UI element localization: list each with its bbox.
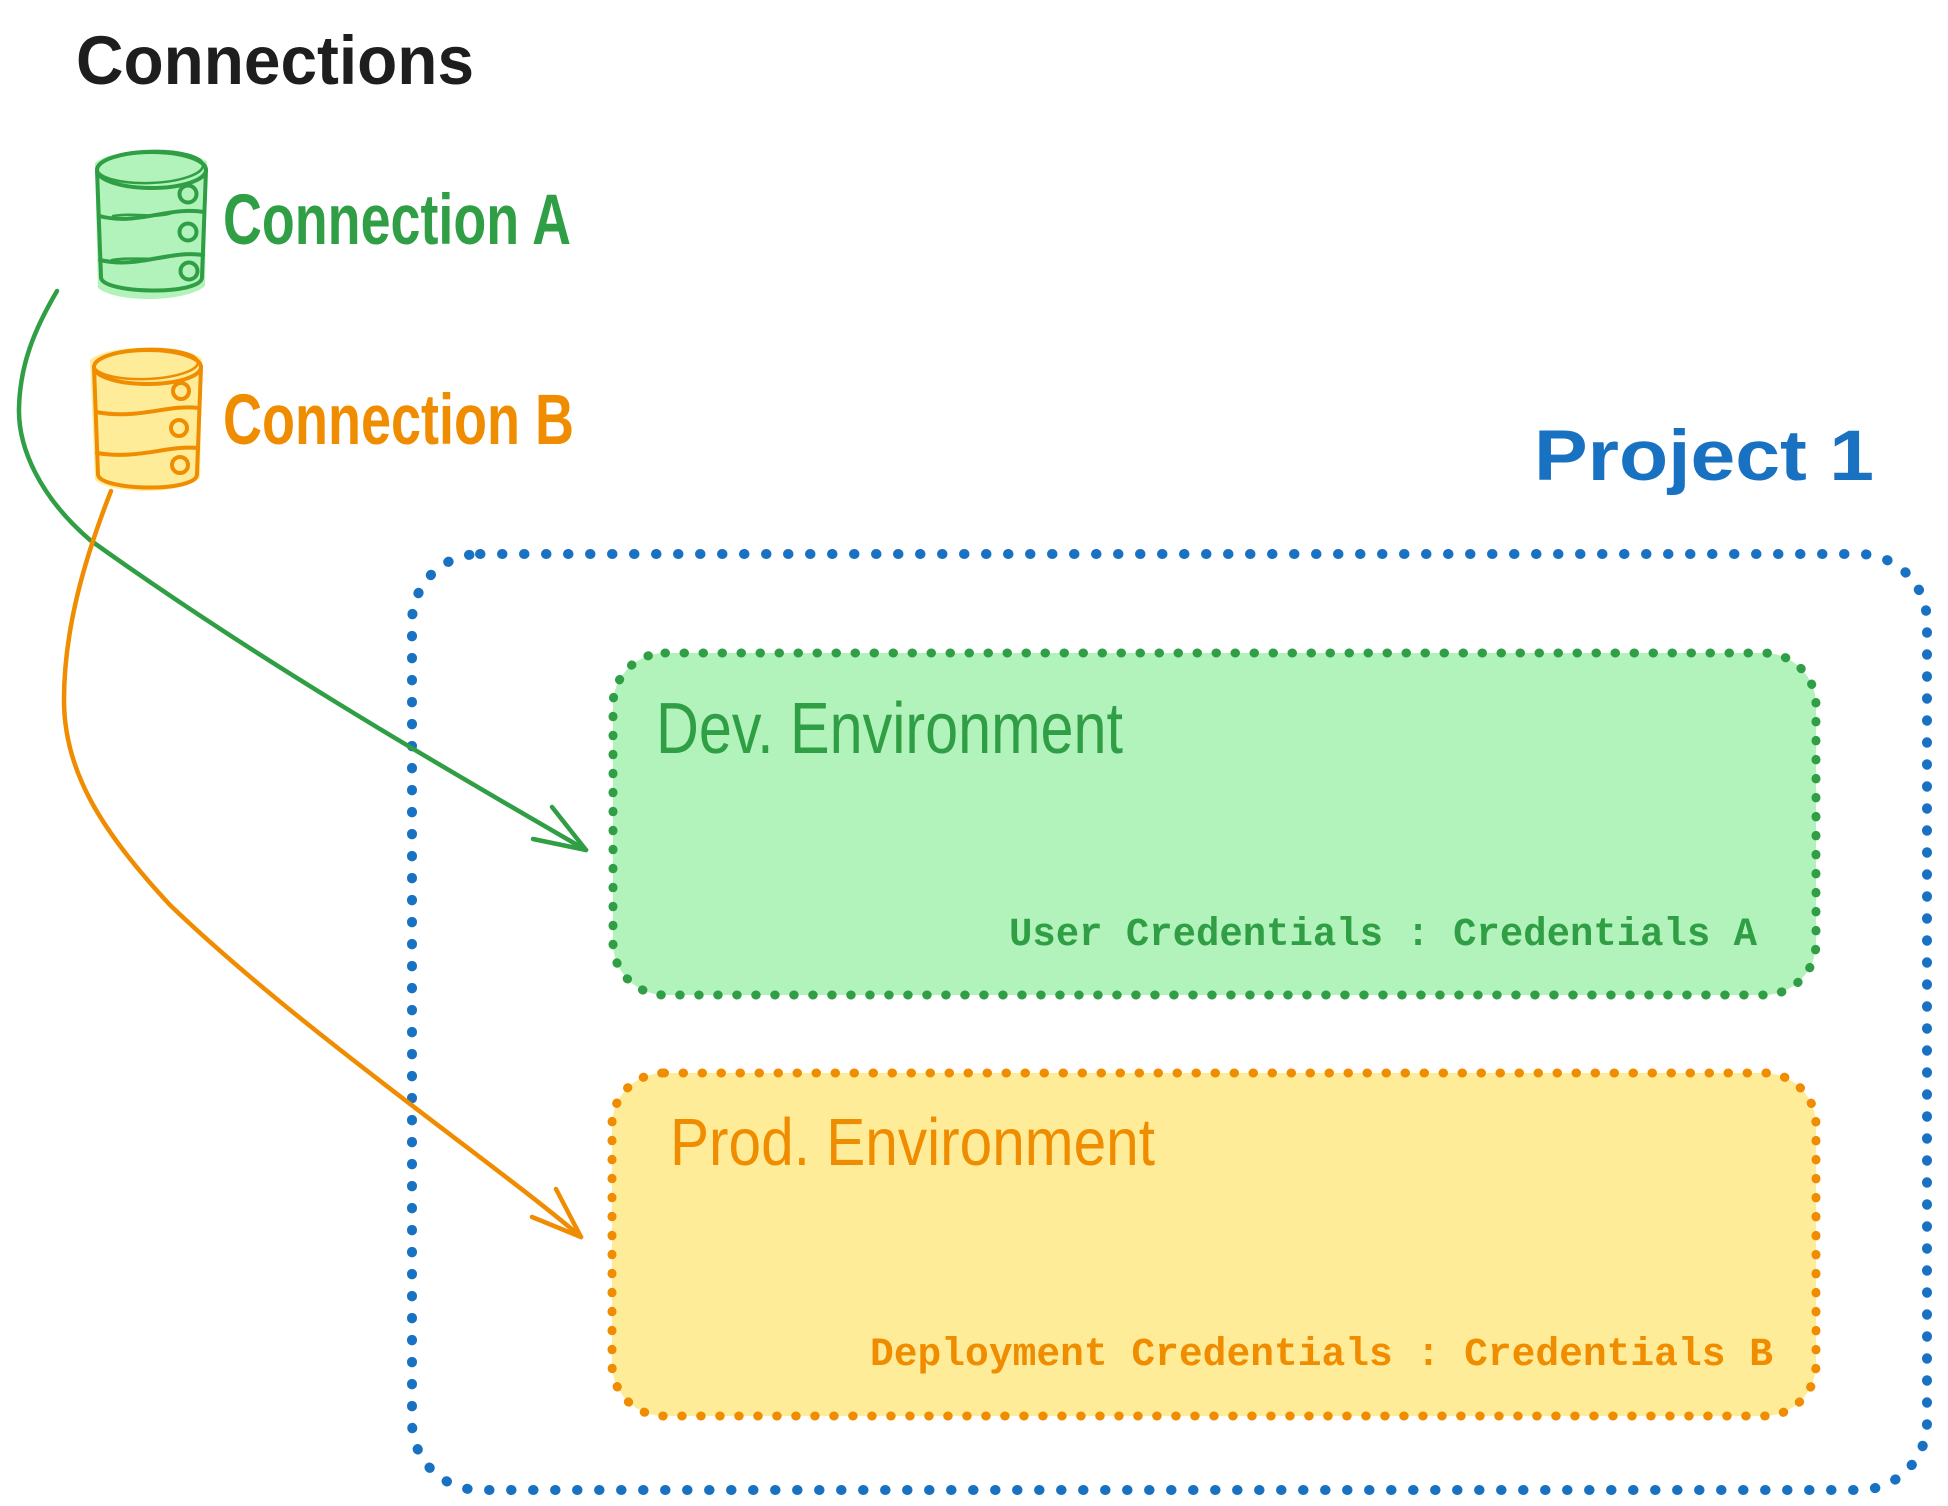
- svg-text:Connection A: Connection A: [223, 181, 571, 260]
- svg-text:Deployment Credentials : Crede: Deployment Credentials : Credentials B: [870, 1332, 1773, 1377]
- svg-text:User Credentials : Credentials: User Credentials : Credentials A: [1009, 912, 1757, 957]
- svg-text:Connection B: Connection B: [223, 381, 574, 460]
- svg-text:Prod. Environment: Prod. Environment: [670, 1105, 1155, 1180]
- svg-text:Dev. Environment: Dev. Environment: [656, 689, 1123, 769]
- svg-text:Connections: Connections: [76, 22, 474, 99]
- svg-text:Project 1: Project 1: [1534, 417, 1874, 496]
